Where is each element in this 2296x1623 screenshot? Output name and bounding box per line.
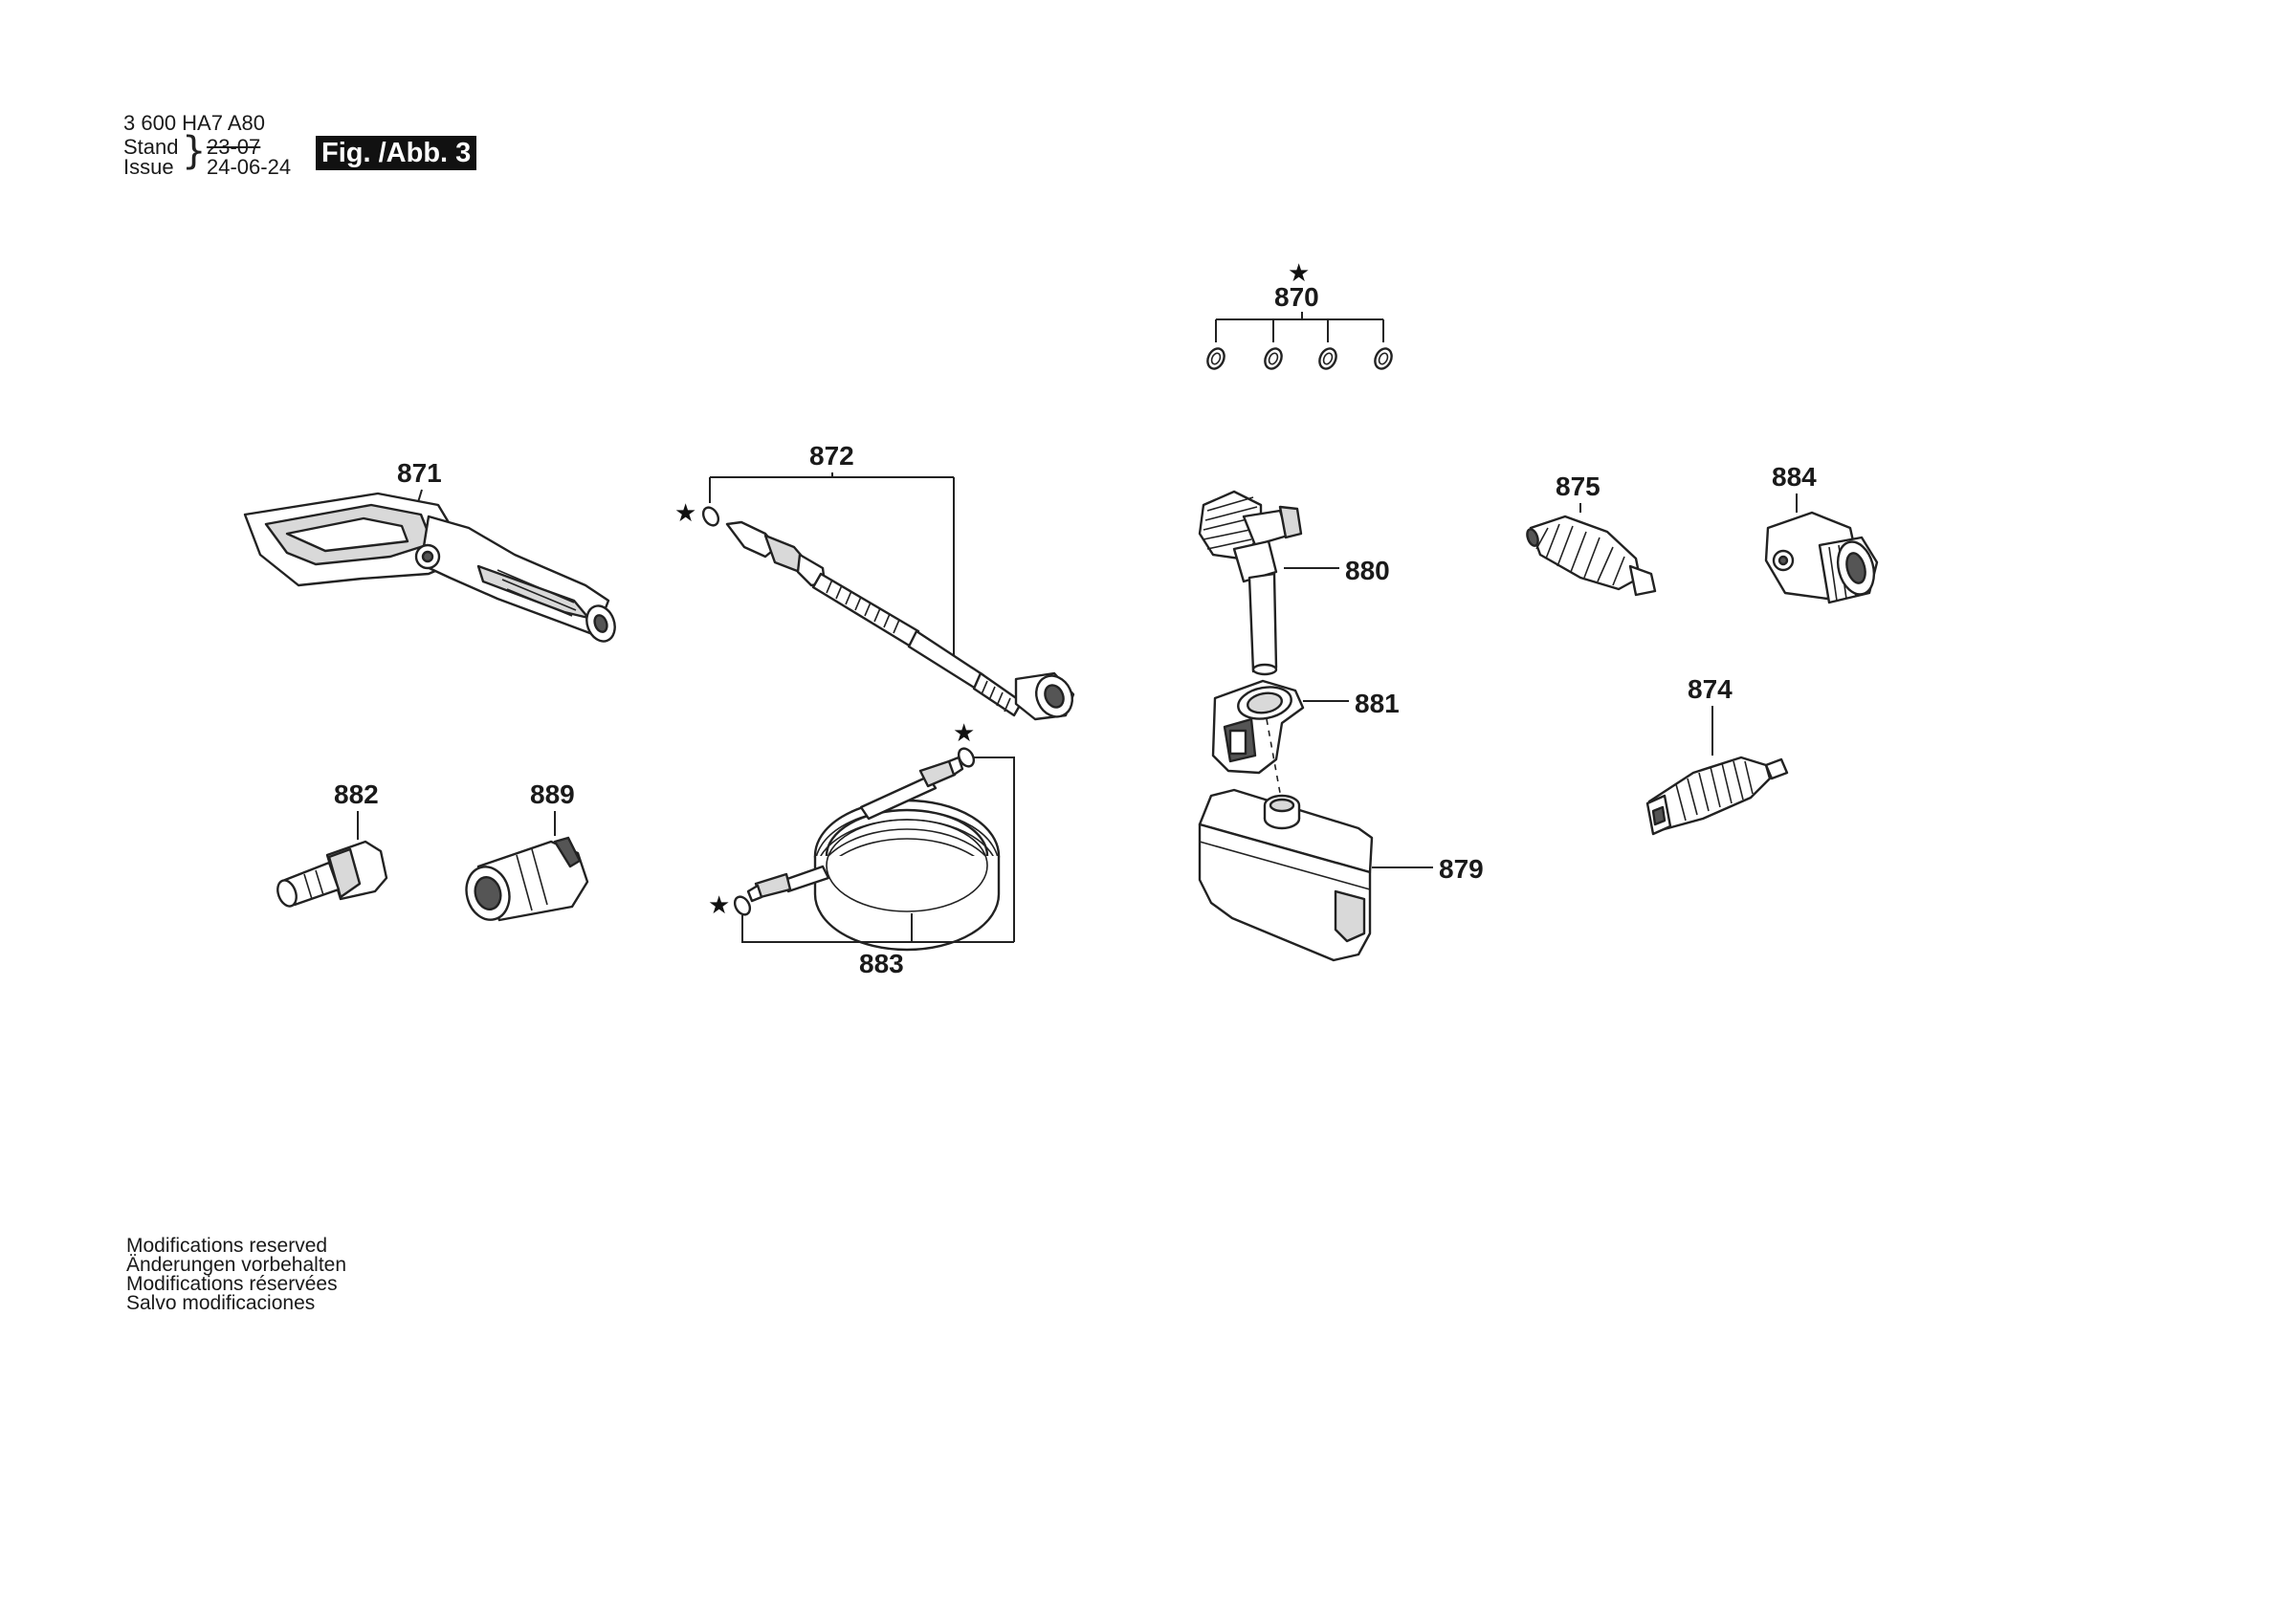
part-881-lid: 881 <box>1211 679 1400 804</box>
document-number: 3 600 HA7 A80 <box>123 111 266 135</box>
figure-label: Fig. /Abb. 3 <box>316 136 477 170</box>
part-label-884: 884 <box>1772 462 1817 492</box>
stand-label: Stand <box>123 135 179 159</box>
part-label-882: 882 <box>334 779 379 809</box>
part-889-coupling: 889 <box>465 779 589 922</box>
part-label-875: 875 <box>1556 472 1601 501</box>
part-883-hose: ★ ★ 883 <box>708 719 1015 978</box>
part-label-889: 889 <box>530 779 575 809</box>
star-marker-883-bottom: ★ <box>708 891 730 920</box>
part-label-879: 879 <box>1439 854 1484 884</box>
part-label-883: 883 <box>859 949 904 978</box>
footer-line-es: Salvo modificaciones <box>126 1292 316 1314</box>
part-884-quick-connector: 884 <box>1764 462 1879 604</box>
footer-line-de: Änderungen vorbehalten <box>126 1254 347 1276</box>
part-875-rotary-nozzle: 875 <box>1526 472 1657 597</box>
star-marker-872: ★ <box>674 499 696 528</box>
part-label-871: 871 <box>397 458 442 488</box>
part-880-nozzle-elbow: 880 <box>1198 490 1390 676</box>
part-label-870: 870 <box>1274 282 1319 312</box>
part-871-spray-gun: 871 <box>243 458 616 643</box>
brace-symbol: } <box>182 129 207 173</box>
footer-line-en: Modifications reserved <box>126 1235 328 1257</box>
part-874-fan-nozzle: 874 <box>1645 674 1789 836</box>
issue-date: 24-06-24 <box>207 155 292 179</box>
part-label-881: 881 <box>1355 689 1400 718</box>
old-stand-date: 23-07 <box>207 135 261 159</box>
star-marker-870: ★ <box>1288 259 1310 288</box>
issue-label: Issue <box>123 155 174 179</box>
part-872-lance: 872 ★ <box>674 441 1075 721</box>
footer-notes: Modifications reserved Änderungen vorbeh… <box>126 1235 347 1314</box>
part-label-880: 880 <box>1345 556 1390 585</box>
part-label-872: 872 <box>809 441 854 471</box>
footer-line-fr: Modifications réservées <box>126 1273 338 1295</box>
part-882-connector: 882 <box>276 779 388 908</box>
part-879-tank: 879 <box>1198 788 1484 962</box>
star-marker-883-top: ★ <box>953 719 975 748</box>
part-870-o-rings: ★ 870 <box>1206 259 1393 370</box>
part-label-874: 874 <box>1688 674 1733 704</box>
